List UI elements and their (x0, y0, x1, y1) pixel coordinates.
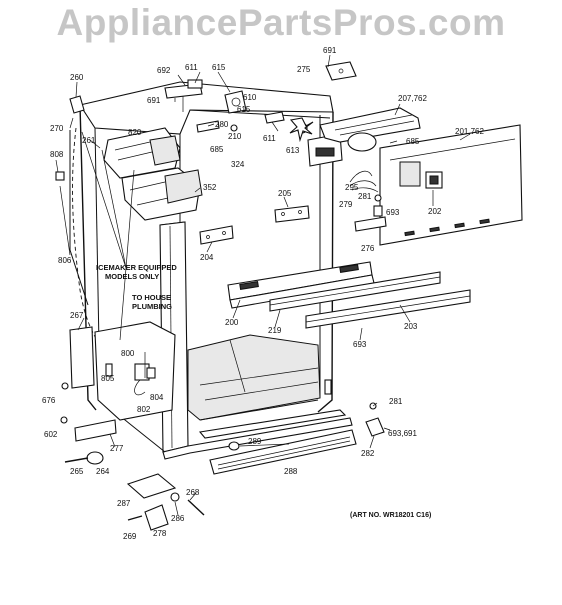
callout-615: 615 (212, 63, 226, 72)
callout-205: 205 (278, 189, 292, 198)
callout-275: 275 (297, 65, 311, 74)
callout-820: 820 (128, 128, 142, 137)
callout-202: 202 (428, 207, 442, 216)
callout-281: 281 (389, 397, 403, 406)
callout-210: 210 (228, 132, 242, 141)
wire-harness-295 (349, 170, 379, 193)
callout-260: 260 (70, 73, 84, 82)
callout-611: 611 (263, 134, 276, 143)
callout-691: 691 (147, 96, 161, 105)
callout-610: 610 (243, 93, 257, 102)
callout-267: 267 (70, 311, 84, 320)
callout-693: 693 (386, 208, 400, 217)
callout-286: 286 (171, 514, 185, 523)
callout-200: 200 (225, 318, 239, 327)
callout-808: 808 (50, 150, 64, 159)
callout-806: 806 (58, 256, 72, 265)
callout-802: 802 (137, 405, 151, 414)
callout-685: 685 (210, 145, 224, 154)
watermark-text: AppliancePartsPros.com (56, 2, 506, 43)
callout-278: 278 (153, 529, 167, 538)
brackets-204-205 (199, 205, 310, 245)
icemaker-assembly (103, 127, 203, 221)
house-plumbing-note-line1: TO HOUSE (132, 293, 171, 302)
callout-264: 264 (96, 467, 110, 476)
callout-288: 288 (284, 467, 298, 476)
control-panel-201 (354, 124, 523, 246)
callout-268: 268 (186, 488, 200, 497)
callout-693-691: 693,691 (388, 429, 417, 438)
art-number: (ART NO. WR18201 C16) (350, 512, 431, 519)
callout-labels: 691 275 692 611 615 610 615 691 260 207,… (42, 46, 484, 541)
callout-269: 269 (123, 532, 137, 541)
callout-204: 204 (200, 253, 214, 262)
callout-805: 805 (101, 374, 115, 383)
lower-parts (60, 382, 385, 531)
callout-295: 295 (345, 183, 359, 192)
callout-279: 279 (339, 200, 353, 209)
callout-276: 276 (361, 244, 375, 253)
diagram-notes: ICEMAKER EQUIPPED MODELS ONLY TO HOUSE P… (96, 263, 431, 519)
callout-602: 602 (44, 430, 58, 439)
callout-201-762: 201,762 (455, 127, 484, 136)
callout-693: 693 (353, 340, 367, 349)
water-line (55, 127, 176, 421)
callout-207-762: 207,762 (398, 94, 427, 103)
callout-287: 287 (117, 499, 131, 508)
callout-324: 324 (231, 160, 245, 169)
mullion-assembly (227, 261, 471, 329)
callout-289: 289 (248, 437, 262, 446)
callout-277: 277 (110, 444, 124, 453)
callout-804: 804 (150, 393, 164, 402)
callout-613: 613 (286, 146, 300, 155)
callout-270: 270 (50, 124, 64, 133)
top-controls (69, 61, 421, 167)
callout-676: 676 (42, 396, 56, 405)
callout-692: 692 (157, 66, 171, 75)
callout-282: 282 (361, 449, 375, 458)
callout-281: 281 (358, 192, 372, 201)
icemaker-note-line1: ICEMAKER EQUIPPED (96, 263, 177, 272)
house-plumbing-note-line2: PLUMBING (132, 302, 172, 311)
callout-800: 800 (121, 349, 135, 358)
callout-615: 615 (237, 105, 251, 114)
callout-611: 611 (185, 63, 198, 72)
icemaker-note-line2: MODELS ONLY (105, 272, 159, 281)
callout-203: 203 (404, 322, 418, 331)
callout-352: 352 (203, 183, 217, 192)
leader-lines (55, 54, 471, 516)
callout-280: 280 (215, 120, 229, 129)
callout-265: 265 (70, 467, 84, 476)
callout-261: 261 (82, 136, 96, 145)
callout-685: 685 (406, 137, 420, 146)
callout-691: 691 (323, 46, 337, 55)
callout-219: 219 (268, 326, 282, 335)
